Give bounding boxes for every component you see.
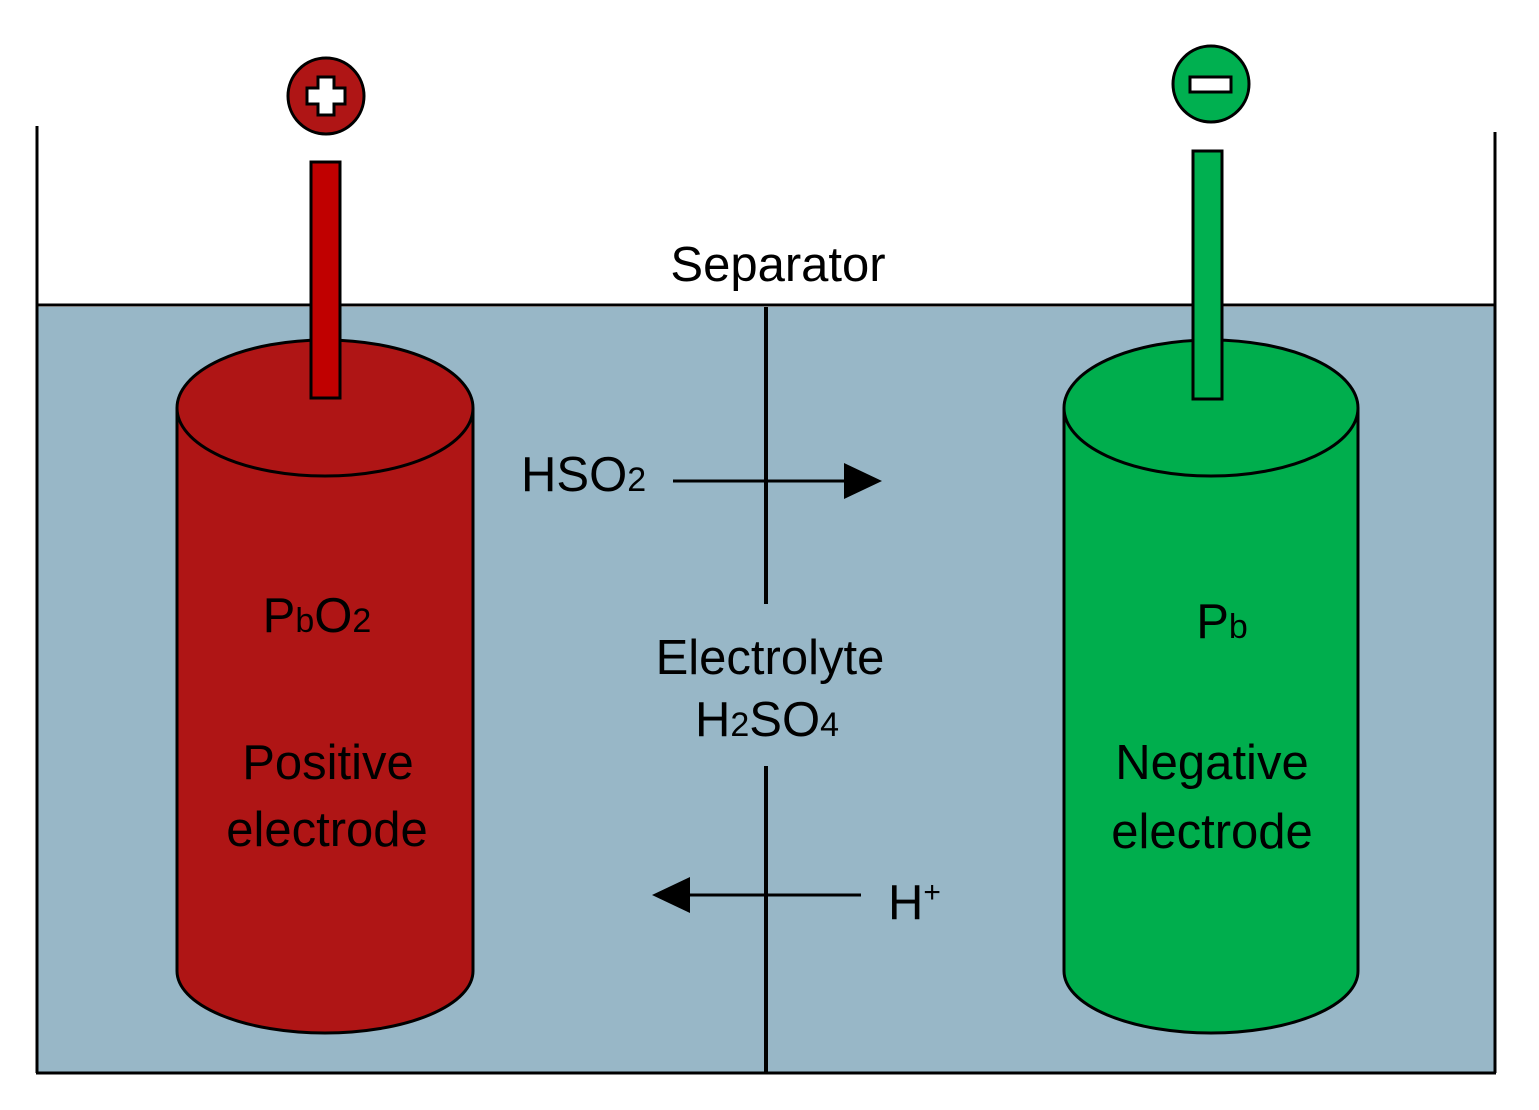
positive-electrode (175, 338, 475, 1035)
negative-electrode (1062, 338, 1360, 1035)
positive-name-line1: Positive (242, 736, 414, 790)
negative-name-line2: electrode (1111, 805, 1313, 859)
positive-terminal-rod (309, 160, 342, 400)
positive-name-line2: electrode (226, 803, 428, 857)
arrow-left-icon (652, 877, 861, 913)
negative-formula: Pb (1196, 595, 1248, 649)
minus-icon (1171, 44, 1251, 124)
negative-name-line1: Negative (1115, 736, 1308, 790)
separator-label: Separator (670, 238, 885, 292)
cation-label: H+ (888, 876, 941, 930)
anion-label: HSO2 (521, 448, 646, 502)
positive-formula: PbO2 (263, 589, 372, 643)
arrow-right-icon (673, 463, 882, 499)
electrolyte-formula: H2SO4 (695, 693, 839, 747)
electrolyte-label: Electrolyte (656, 631, 885, 685)
negative-terminal-rod (1191, 149, 1224, 401)
plus-icon (286, 56, 366, 136)
